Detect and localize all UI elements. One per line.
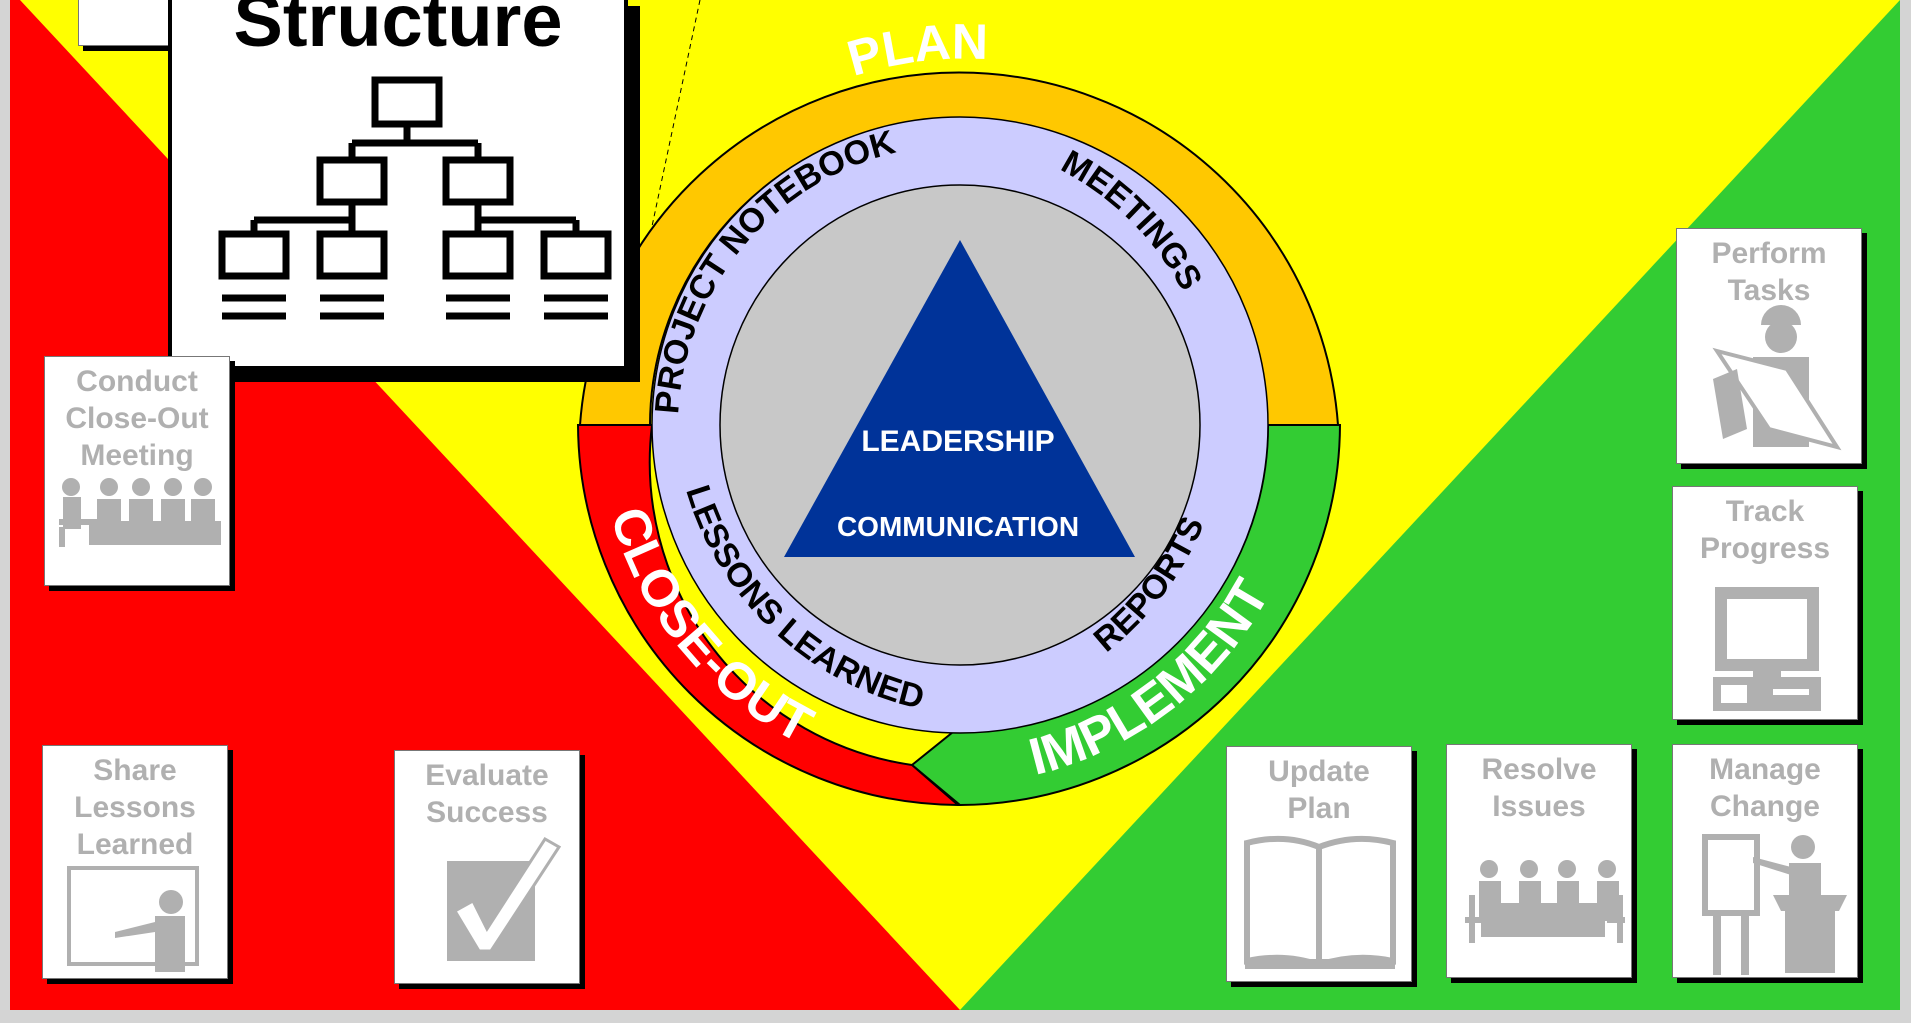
card-label-line2: Close-Out: [65, 402, 209, 435]
card-label-line2: Plan: [1287, 792, 1351, 825]
card-label-line2: Change: [1709, 790, 1820, 823]
card-label-line1: Resolve: [1481, 753, 1597, 786]
meeting-group-icon: [59, 478, 221, 547]
manage-change-card[interactable]: Manage Change: [1672, 744, 1858, 978]
card-label-line2: Lessons: [74, 791, 196, 824]
card-label-line1: Perform: [1711, 237, 1827, 270]
structure-title: Structure: [233, 0, 563, 62]
card-label-line1: Manage: [1709, 753, 1821, 786]
card-label-line1: Update: [1268, 755, 1370, 788]
card-label-line2: Progress: [1699, 532, 1831, 565]
checkmark-icon: [447, 836, 562, 961]
card-label-line1: Evaluate: [425, 759, 549, 792]
structure-card[interactable]: Structure: [168, 0, 628, 370]
computer-icon: [1713, 587, 1821, 711]
card-label-line3: Learned: [76, 828, 194, 861]
resolve-issues-card[interactable]: Resolve Issues: [1446, 744, 1632, 978]
card-label-line3: Meeting: [80, 439, 194, 472]
update-plan-card[interactable]: Update Plan: [1226, 746, 1412, 982]
evaluate-success-card[interactable]: Evaluate Success: [394, 750, 580, 984]
triangle-bottom-label: COMMUNICATION: [837, 511, 1079, 542]
card-label-line2: Success: [426, 796, 548, 829]
card-label-line2: Issues: [1492, 790, 1586, 823]
leadership-triangle: [784, 240, 1135, 557]
conduct-close-out-meeting-card[interactable]: Conduct Close-Out Meeting: [44, 356, 230, 586]
close-out-arrow-band: [576, 424, 961, 807]
conference-table-icon: [1465, 860, 1625, 943]
card-label-line2: Tasks: [1727, 274, 1811, 307]
card-label-line1: Conduct: [76, 365, 198, 398]
track-progress-card[interactable]: Track Progress: [1672, 486, 1858, 720]
org-chart-icon: [218, 76, 612, 320]
perform-tasks-card[interactable]: Perform Tasks: [1676, 228, 1862, 464]
card-label-line1: Share: [93, 754, 177, 787]
green-region: [960, 0, 1900, 1010]
open-book-icon: [1244, 835, 1396, 969]
triangle-top-label: LEADERSHIP: [861, 425, 1054, 458]
share-lessons-learned-card[interactable]: Share Lessons Learned: [42, 745, 228, 979]
presenter-board-icon: [67, 866, 199, 972]
card-label-line1: Track: [1725, 495, 1805, 528]
speaker-podium-icon: [1702, 834, 1847, 975]
worker-blueprint-icon: [1712, 305, 1842, 451]
